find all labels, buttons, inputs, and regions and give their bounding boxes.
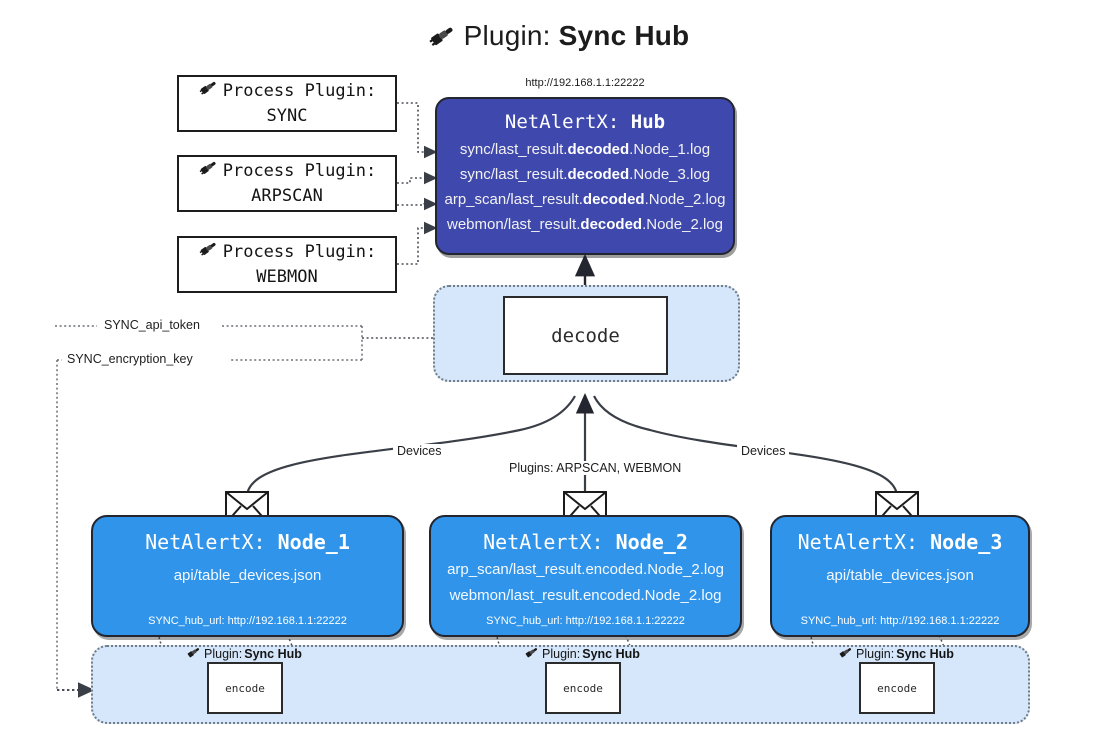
decode-box[interactable]: decode (503, 296, 668, 375)
encode-box-2[interactable]: encode (545, 662, 621, 714)
plug-icon (524, 645, 540, 662)
process-plugin-webmon[interactable]: Process Plugin: WEBMON (177, 236, 397, 293)
process-plugin-label: Process Plugin: (222, 80, 377, 101)
node-log-line: api/table_devices.json (826, 567, 974, 584)
node-box-1[interactable]: NetAlertX: Node_1 api/table_devices.json… (91, 515, 404, 637)
node-log-line: arp_scan/last_result.encoded.Node_2.log (447, 561, 724, 578)
node-box-2[interactable]: NetAlertX: Node_2 arp_scan/last_result.e… (429, 515, 742, 637)
hub-log-line: webmon/last_result.decoded.Node_2.log (447, 216, 723, 233)
hub-url-label: http://192.168.1.1:22222 (525, 77, 645, 89)
encoder-caption-prefix: Plugin: (204, 646, 243, 661)
process-plugin-label: Process Plugin: (222, 160, 377, 181)
plug-icon (428, 19, 458, 59)
process-plugin-name: ARPSCAN (251, 186, 323, 206)
encoder-caption-name: Sync Hub (582, 646, 640, 661)
process-plugin-label: Process Plugin: (222, 241, 377, 262)
plug-icon (198, 78, 220, 104)
node-title: NetAlertX: Node_3 (797, 530, 1003, 554)
encryption-key-label: SYNC_encryption_key (63, 352, 197, 366)
encode-box-3[interactable]: encode (859, 662, 935, 714)
node-hub-url: SYNC_hub_url: http://192.168.1.1:22222 (148, 615, 347, 627)
page-title-name: Sync Hub (558, 20, 690, 51)
encode-box-1[interactable]: encode (207, 662, 283, 714)
encoder-caption-prefix: Plugin: (542, 646, 581, 661)
hub-title: NetAlertX: Hub (504, 111, 666, 133)
encoder-caption-prefix: Plugin: (856, 646, 895, 661)
page-title-prefix: Plugin: (463, 20, 551, 51)
node-box-3[interactable]: NetAlertX: Node_3 api/table_devices.json… (770, 515, 1030, 637)
process-plugin-arpscan[interactable]: Process Plugin: ARPSCAN (177, 155, 397, 212)
node-title: NetAlertX: Node_1 (145, 530, 350, 554)
encoder-caption-1: Plugin: Sync Hub (186, 645, 302, 662)
plug-icon (198, 158, 220, 184)
node-hub-url: SYNC_hub_url: http://192.168.1.1:22222 (800, 615, 1000, 627)
api-token-label: SYNC_api_token (100, 318, 204, 332)
devices-left-label: Devices (393, 444, 446, 458)
hub-log-line: arp_scan/last_result.decoded.Node_2.log (444, 191, 726, 208)
process-plugin-name: SYNC (266, 106, 308, 126)
plug-icon (186, 645, 202, 662)
hub-node[interactable]: NetAlertX: Hub sync/last_result.decoded.… (435, 97, 735, 255)
devices-right-label: Devices (737, 444, 790, 458)
hub-log-line: sync/last_result.decoded.Node_3.log (459, 166, 711, 183)
node-log-line: api/table_devices.json (173, 567, 322, 584)
encoder-caption-3: Plugin: Sync Hub (838, 645, 954, 662)
node-log-line: webmon/last_result.encoded.Node_2.log (449, 587, 722, 604)
hub-log-line: sync/last_result.decoded.Node_1.log (459, 141, 711, 158)
node-hub-url: SYNC_hub_url: http://192.168.1.1:22222 (486, 615, 685, 627)
process-plugin-sync[interactable]: Process Plugin: SYNC (177, 75, 397, 132)
encoder-caption-name: Sync Hub (896, 646, 954, 661)
plugins-center-label: Plugins: ARPSCAN, WEBMON (505, 461, 686, 475)
page-title: Plugin: Sync Hub (0, 16, 1117, 59)
node-title: NetAlertX: Node_2 (483, 530, 688, 554)
encoder-caption-2: Plugin: Sync Hub (524, 645, 640, 662)
process-plugin-name: WEBMON (256, 267, 318, 287)
plug-icon (838, 645, 854, 662)
plug-icon (198, 239, 220, 265)
encoder-caption-name: Sync Hub (244, 646, 302, 661)
